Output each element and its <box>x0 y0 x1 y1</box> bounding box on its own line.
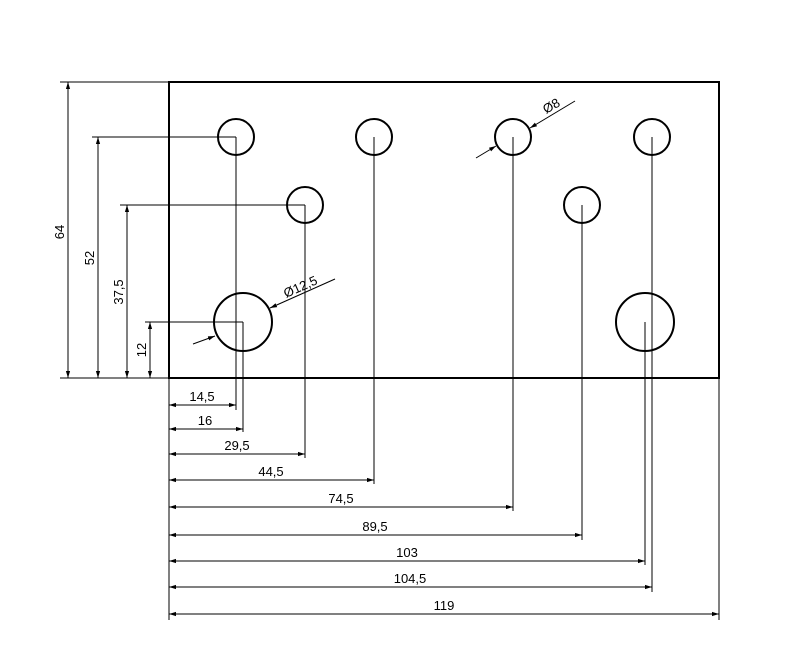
dim-text-44-5: 44,5 <box>258 464 283 479</box>
dim-text-16: 16 <box>198 413 212 428</box>
holes <box>213 118 675 352</box>
extension-lines-vertical <box>168 137 720 620</box>
dim-text-12: 12 <box>134 343 149 357</box>
dim-text-103: 103 <box>396 545 418 560</box>
dim-text-119: 119 <box>434 598 455 613</box>
dim-text-64: 64 <box>52 225 67 239</box>
extension-lines-horizontal <box>60 81 305 379</box>
dim-text-104-5: 104,5 <box>394 571 427 586</box>
dim-text-37-5: 37,5 <box>111 279 126 304</box>
diameter-leader-large <box>192 278 336 345</box>
plate-outline <box>168 81 720 379</box>
vertical-dimension-lines <box>65 82 153 378</box>
dim-text-74-5: 74,5 <box>328 491 353 506</box>
dim-text-89-5: 89,5 <box>362 519 387 534</box>
diameter-label-small: Ø8 <box>540 95 563 117</box>
horizontal-dimension-lines <box>169 402 719 617</box>
dim-text-29-5: 29,5 <box>224 438 249 453</box>
diameter-leader-small <box>475 100 576 159</box>
dim-text-52: 52 <box>82 251 97 265</box>
dim-text-14-5: 14,5 <box>189 389 214 404</box>
diameter-label-large: Ø12,5 <box>281 273 319 301</box>
